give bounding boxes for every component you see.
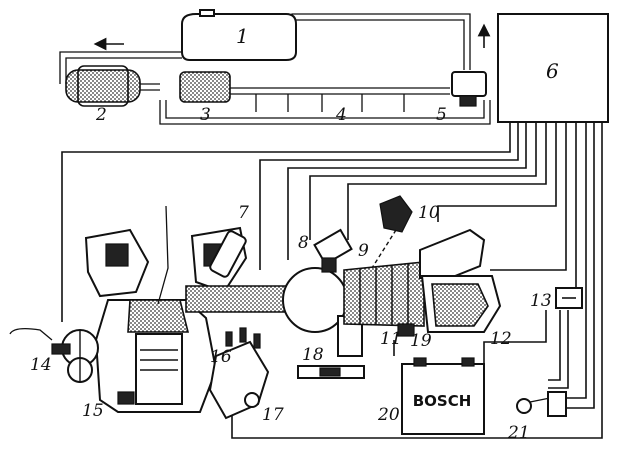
- ignition-distributor: [208, 327, 270, 420]
- relay: [555, 287, 583, 309]
- fuel-injector: [209, 230, 247, 278]
- ignition-switch: [516, 391, 567, 417]
- label-12: 12: [490, 329, 512, 349]
- label-1: 1: [236, 24, 249, 48]
- label-10: 10: [418, 203, 440, 223]
- label-4: 4: [335, 105, 347, 125]
- ecu-wiring: [61, 122, 603, 439]
- flow-arrows: [93, 23, 491, 51]
- lambda-sensor: [9, 328, 71, 355]
- part-labels: 1 2 3 4 5 6 7 8 9 10 11 12 13 14 15 16 1…: [30, 24, 559, 443]
- air-filter: [420, 275, 502, 333]
- label-17: 17: [262, 405, 284, 425]
- fuel-tank: [181, 9, 297, 61]
- coolant-temperature-sensor: [117, 391, 135, 405]
- fuel-filter: [179, 71, 231, 103]
- label-20: 20: [377, 405, 400, 425]
- label-18: 18: [302, 345, 324, 365]
- fuel-pump: [65, 65, 141, 107]
- label-14: 14: [30, 355, 52, 375]
- label-19: 19: [410, 331, 432, 351]
- label-8: 8: [298, 233, 309, 253]
- label-15: 15: [82, 401, 104, 421]
- battery-brand: BOSCH: [413, 392, 472, 410]
- fuel-rail: [255, 94, 405, 112]
- engine-block: [61, 299, 218, 413]
- air-temperature-sensor: [397, 323, 415, 337]
- air-flow-meter: [371, 195, 486, 279]
- label-21: 21: [507, 423, 530, 443]
- label-11: 11: [380, 329, 402, 349]
- battery: BOSCH: [401, 357, 485, 435]
- label-3: 3: [200, 105, 211, 125]
- label-9: 9: [358, 241, 369, 261]
- label-2: 2: [95, 105, 107, 125]
- label-13: 13: [530, 291, 552, 311]
- pressure-regulator: [451, 71, 487, 107]
- ecu-control-unit: [497, 13, 609, 123]
- intake-manifold: [185, 285, 289, 313]
- label-7: 7: [238, 203, 249, 223]
- label-16: 16: [210, 347, 232, 367]
- label-5: 5: [436, 105, 447, 125]
- air-intake-duct: [343, 261, 425, 327]
- idle-air-valve: [313, 228, 353, 273]
- label-6: 6: [546, 59, 559, 83]
- throttle-position-switch: [297, 365, 365, 379]
